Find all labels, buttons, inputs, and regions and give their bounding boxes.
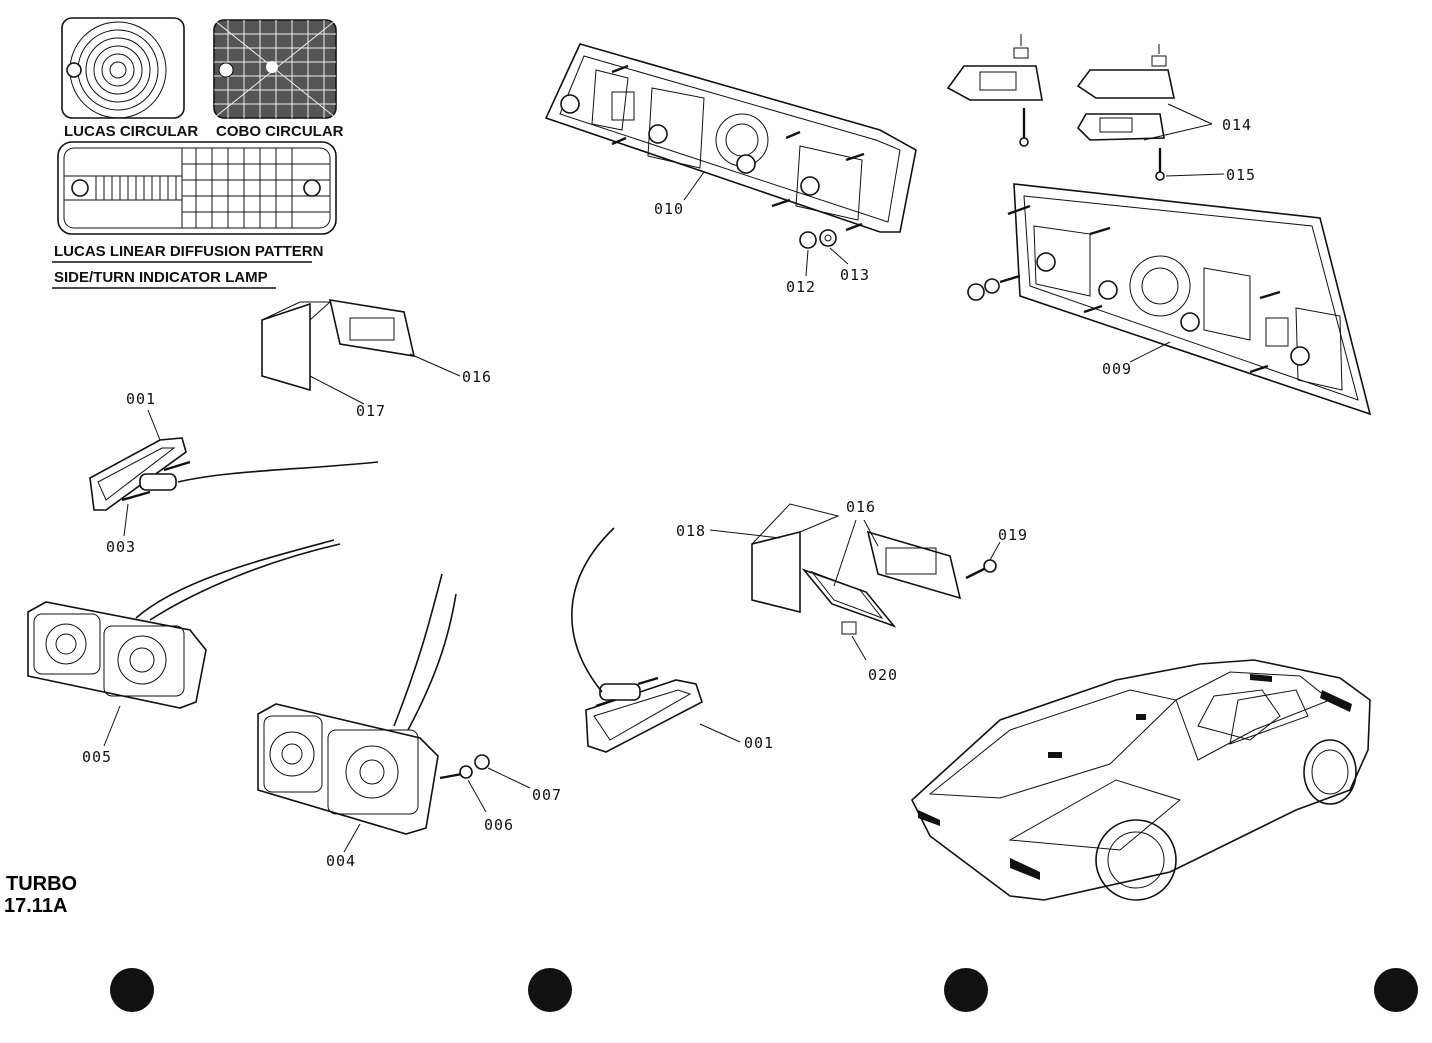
rear-lamp-cluster-009 (999, 183, 1372, 416)
callout-001-lower: 001 (744, 734, 774, 752)
rear-lamp-cluster-010 (544, 43, 917, 233)
callout-020: 020 (868, 666, 898, 684)
number-plate-lamp-right (1076, 44, 1175, 181)
reference-page-code: 17.11A (4, 895, 67, 917)
washer-006 (459, 765, 473, 779)
callout-019: 019 (998, 526, 1028, 544)
callout-013: 013 (840, 266, 870, 284)
side-indicator-001-lower (571, 527, 703, 753)
cobo-circular-lens (213, 19, 337, 119)
callout-012: 012 (786, 278, 816, 296)
washer-013 (819, 229, 837, 247)
callout-016-lower: 016 (846, 498, 876, 516)
lucas-circular-lens (61, 17, 185, 119)
combination-lamp-004 (257, 573, 463, 835)
caption-lucas-linear: LUCAS LINEAR DIFFUSION PATTERN (54, 243, 323, 260)
caption-lucas-circular: LUCAS CIRCULAR (64, 123, 198, 140)
callout-014: 014 (1222, 116, 1252, 134)
callout-010: 010 (654, 200, 684, 218)
callout-015: 015 (1226, 166, 1256, 184)
callout-018: 018 (676, 522, 706, 540)
side-lamp-bracket-018 (751, 503, 997, 635)
callout-006: 006 (484, 816, 514, 834)
callout-009: 009 (1102, 360, 1132, 378)
nut-007 (474, 754, 490, 770)
side-indicator-001-upper (89, 437, 379, 511)
leader-lines (103, 103, 1225, 853)
lucas-linear-lens (57, 141, 337, 235)
combination-lamp-005 (27, 539, 341, 709)
caption-cobo-circular: COBO CIRCULAR (216, 123, 344, 140)
callout-007: 007 (532, 786, 562, 804)
callout-001-upper: 001 (126, 390, 156, 408)
caption-side-turn: SIDE/TURN INDICATOR LAMP (54, 269, 268, 286)
nut-012 (799, 231, 817, 249)
reference-model: TURBO (6, 873, 77, 895)
callout-016-upper: 016 (462, 368, 492, 386)
callout-003: 003 (106, 538, 136, 556)
callout-005: 005 (82, 748, 112, 766)
side-lamp-bracket-017 (261, 299, 416, 392)
callout-017: 017 (356, 402, 386, 420)
callout-004: 004 (326, 852, 356, 870)
number-plate-lamp-left (946, 34, 1043, 147)
binder-holes (110, 968, 1418, 1012)
car-illustration (911, 659, 1371, 901)
